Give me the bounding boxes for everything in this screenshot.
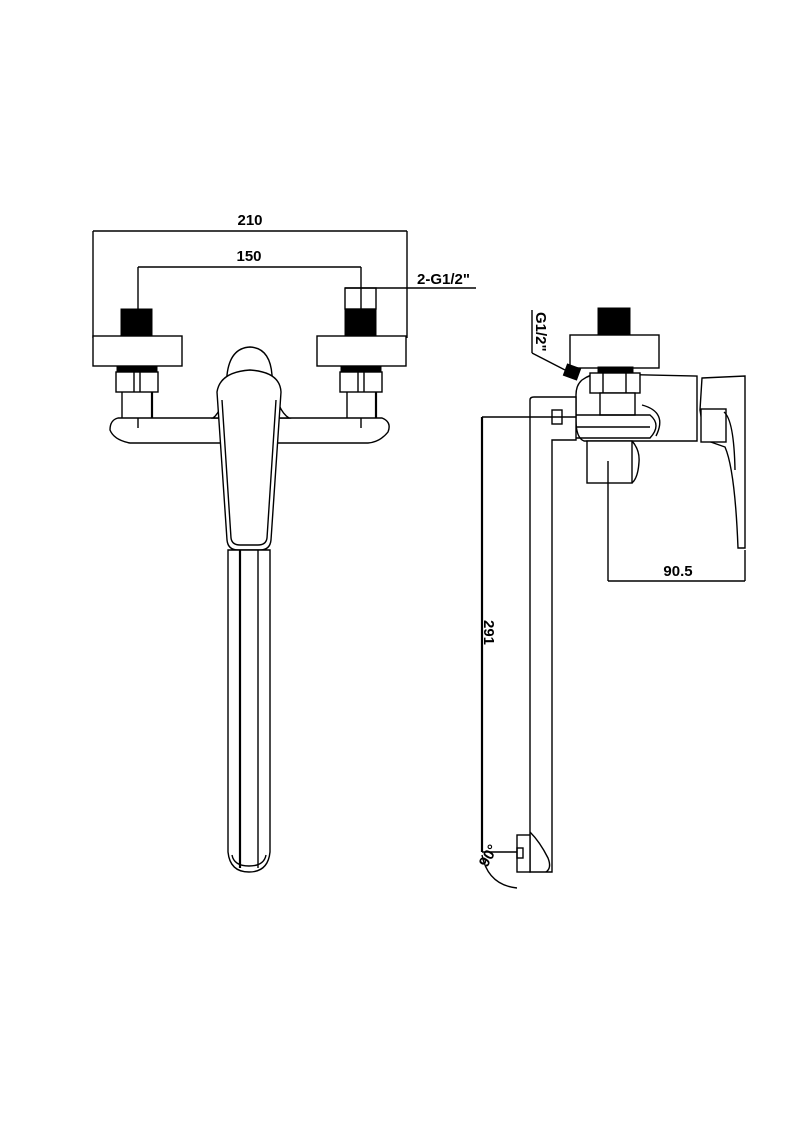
side-nut bbox=[589, 372, 641, 394]
dimension-label-90-5: 90.5 bbox=[663, 563, 692, 580]
right-escutcheon bbox=[316, 335, 407, 367]
side-escutcheon bbox=[569, 334, 660, 369]
side-thread-callout: G1/2" bbox=[531, 310, 582, 381]
dimension-label-210: 210 bbox=[237, 212, 262, 229]
left-escutcheon bbox=[92, 335, 183, 367]
thread-callout: 2-G1/2" bbox=[344, 271, 476, 310]
thread-label: 2-G1/2" bbox=[417, 271, 470, 288]
right-inlet-thread bbox=[344, 308, 377, 337]
side-inlet-thread bbox=[597, 307, 631, 336]
dimension-label-291: 291 bbox=[480, 620, 497, 645]
dimension-90-5: 90.5 bbox=[607, 461, 746, 582]
left-inlet-thread bbox=[120, 308, 153, 337]
lever-handle bbox=[216, 369, 282, 551]
right-nut bbox=[339, 366, 383, 418]
spout bbox=[227, 549, 271, 873]
side-spout bbox=[516, 396, 577, 873]
left-nut bbox=[115, 366, 159, 418]
dimension-291: 291 bbox=[480, 416, 576, 852]
dimension-150: 150 bbox=[137, 248, 362, 310]
swivel-angle-label: 90° bbox=[476, 842, 502, 870]
side-thread-label: G1/2" bbox=[532, 312, 549, 352]
side-view: G1/2" 90.5 bbox=[476, 307, 746, 889]
side-outlet bbox=[586, 440, 633, 484]
dimension-210: 210 bbox=[92, 212, 408, 338]
dimension-label-150: 150 bbox=[236, 248, 261, 265]
side-lever-handle bbox=[699, 375, 746, 549]
front-view: 210 150 2-G1/2" bbox=[92, 212, 476, 873]
